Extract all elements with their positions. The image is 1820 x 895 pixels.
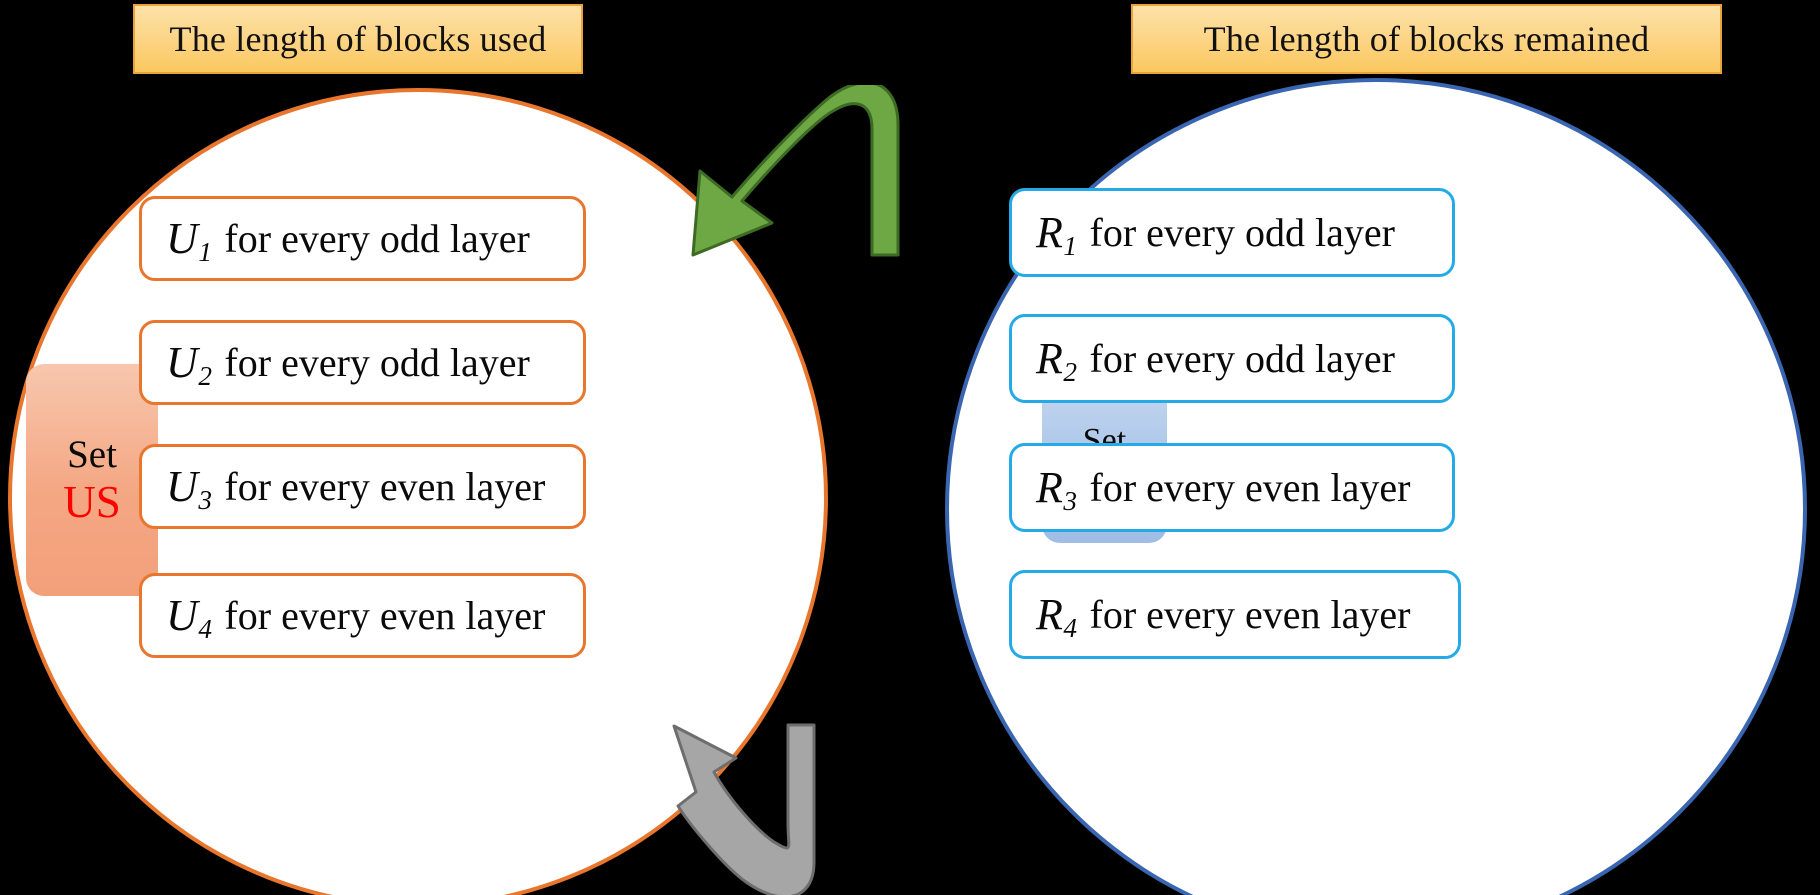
left-item-symbol-3: U3 <box>166 462 212 515</box>
right-banner-label: The length of blocks remained <box>1131 4 1722 74</box>
right-item-text-3: for every even layer <box>1089 465 1411 510</box>
right-item-text-2: for every odd layer <box>1089 336 1395 381</box>
left-item-box-3: U3 for every even layer <box>139 444 586 529</box>
left-item-text-3: for every even layer <box>224 464 546 509</box>
set-us-badge: Set US <box>26 364 158 596</box>
right-item-symbol-2: R2 <box>1036 334 1078 387</box>
right-item-box-4: R4 for every even layer <box>1009 570 1461 659</box>
right-item-text-1: for every odd layer <box>1089 210 1395 255</box>
right-item-box-3: R3 for every even layer <box>1009 443 1455 532</box>
left-item-text-1: for every odd layer <box>224 216 530 261</box>
right-item-box-1: R1 for every odd layer <box>1009 188 1455 277</box>
right-item-symbol-4: R4 <box>1036 590 1078 643</box>
left-item-box-4: U4 for every even layer <box>139 573 586 658</box>
right-item-symbol-3: R3 <box>1036 463 1078 516</box>
left-banner-label: The length of blocks used <box>133 4 583 74</box>
left-item-text-2: for every odd layer <box>224 340 530 385</box>
left-item-box-2: U2 for every odd layer <box>139 320 586 405</box>
left-item-symbol-2: U2 <box>166 338 212 391</box>
left-item-symbol-4: U4 <box>166 591 212 644</box>
right-item-text-4: for every even layer <box>1089 592 1411 637</box>
left-item-symbol-1: U1 <box>166 214 212 267</box>
left-item-text-4: for every even layer <box>224 593 546 638</box>
right-item-box-2: R2 for every odd layer <box>1009 314 1455 403</box>
right-item-symbol-1: R1 <box>1036 208 1078 261</box>
set-us-code: US <box>63 476 121 527</box>
set-us-word: Set <box>67 432 117 476</box>
left-item-box-1: U1 for every odd layer <box>139 196 586 281</box>
